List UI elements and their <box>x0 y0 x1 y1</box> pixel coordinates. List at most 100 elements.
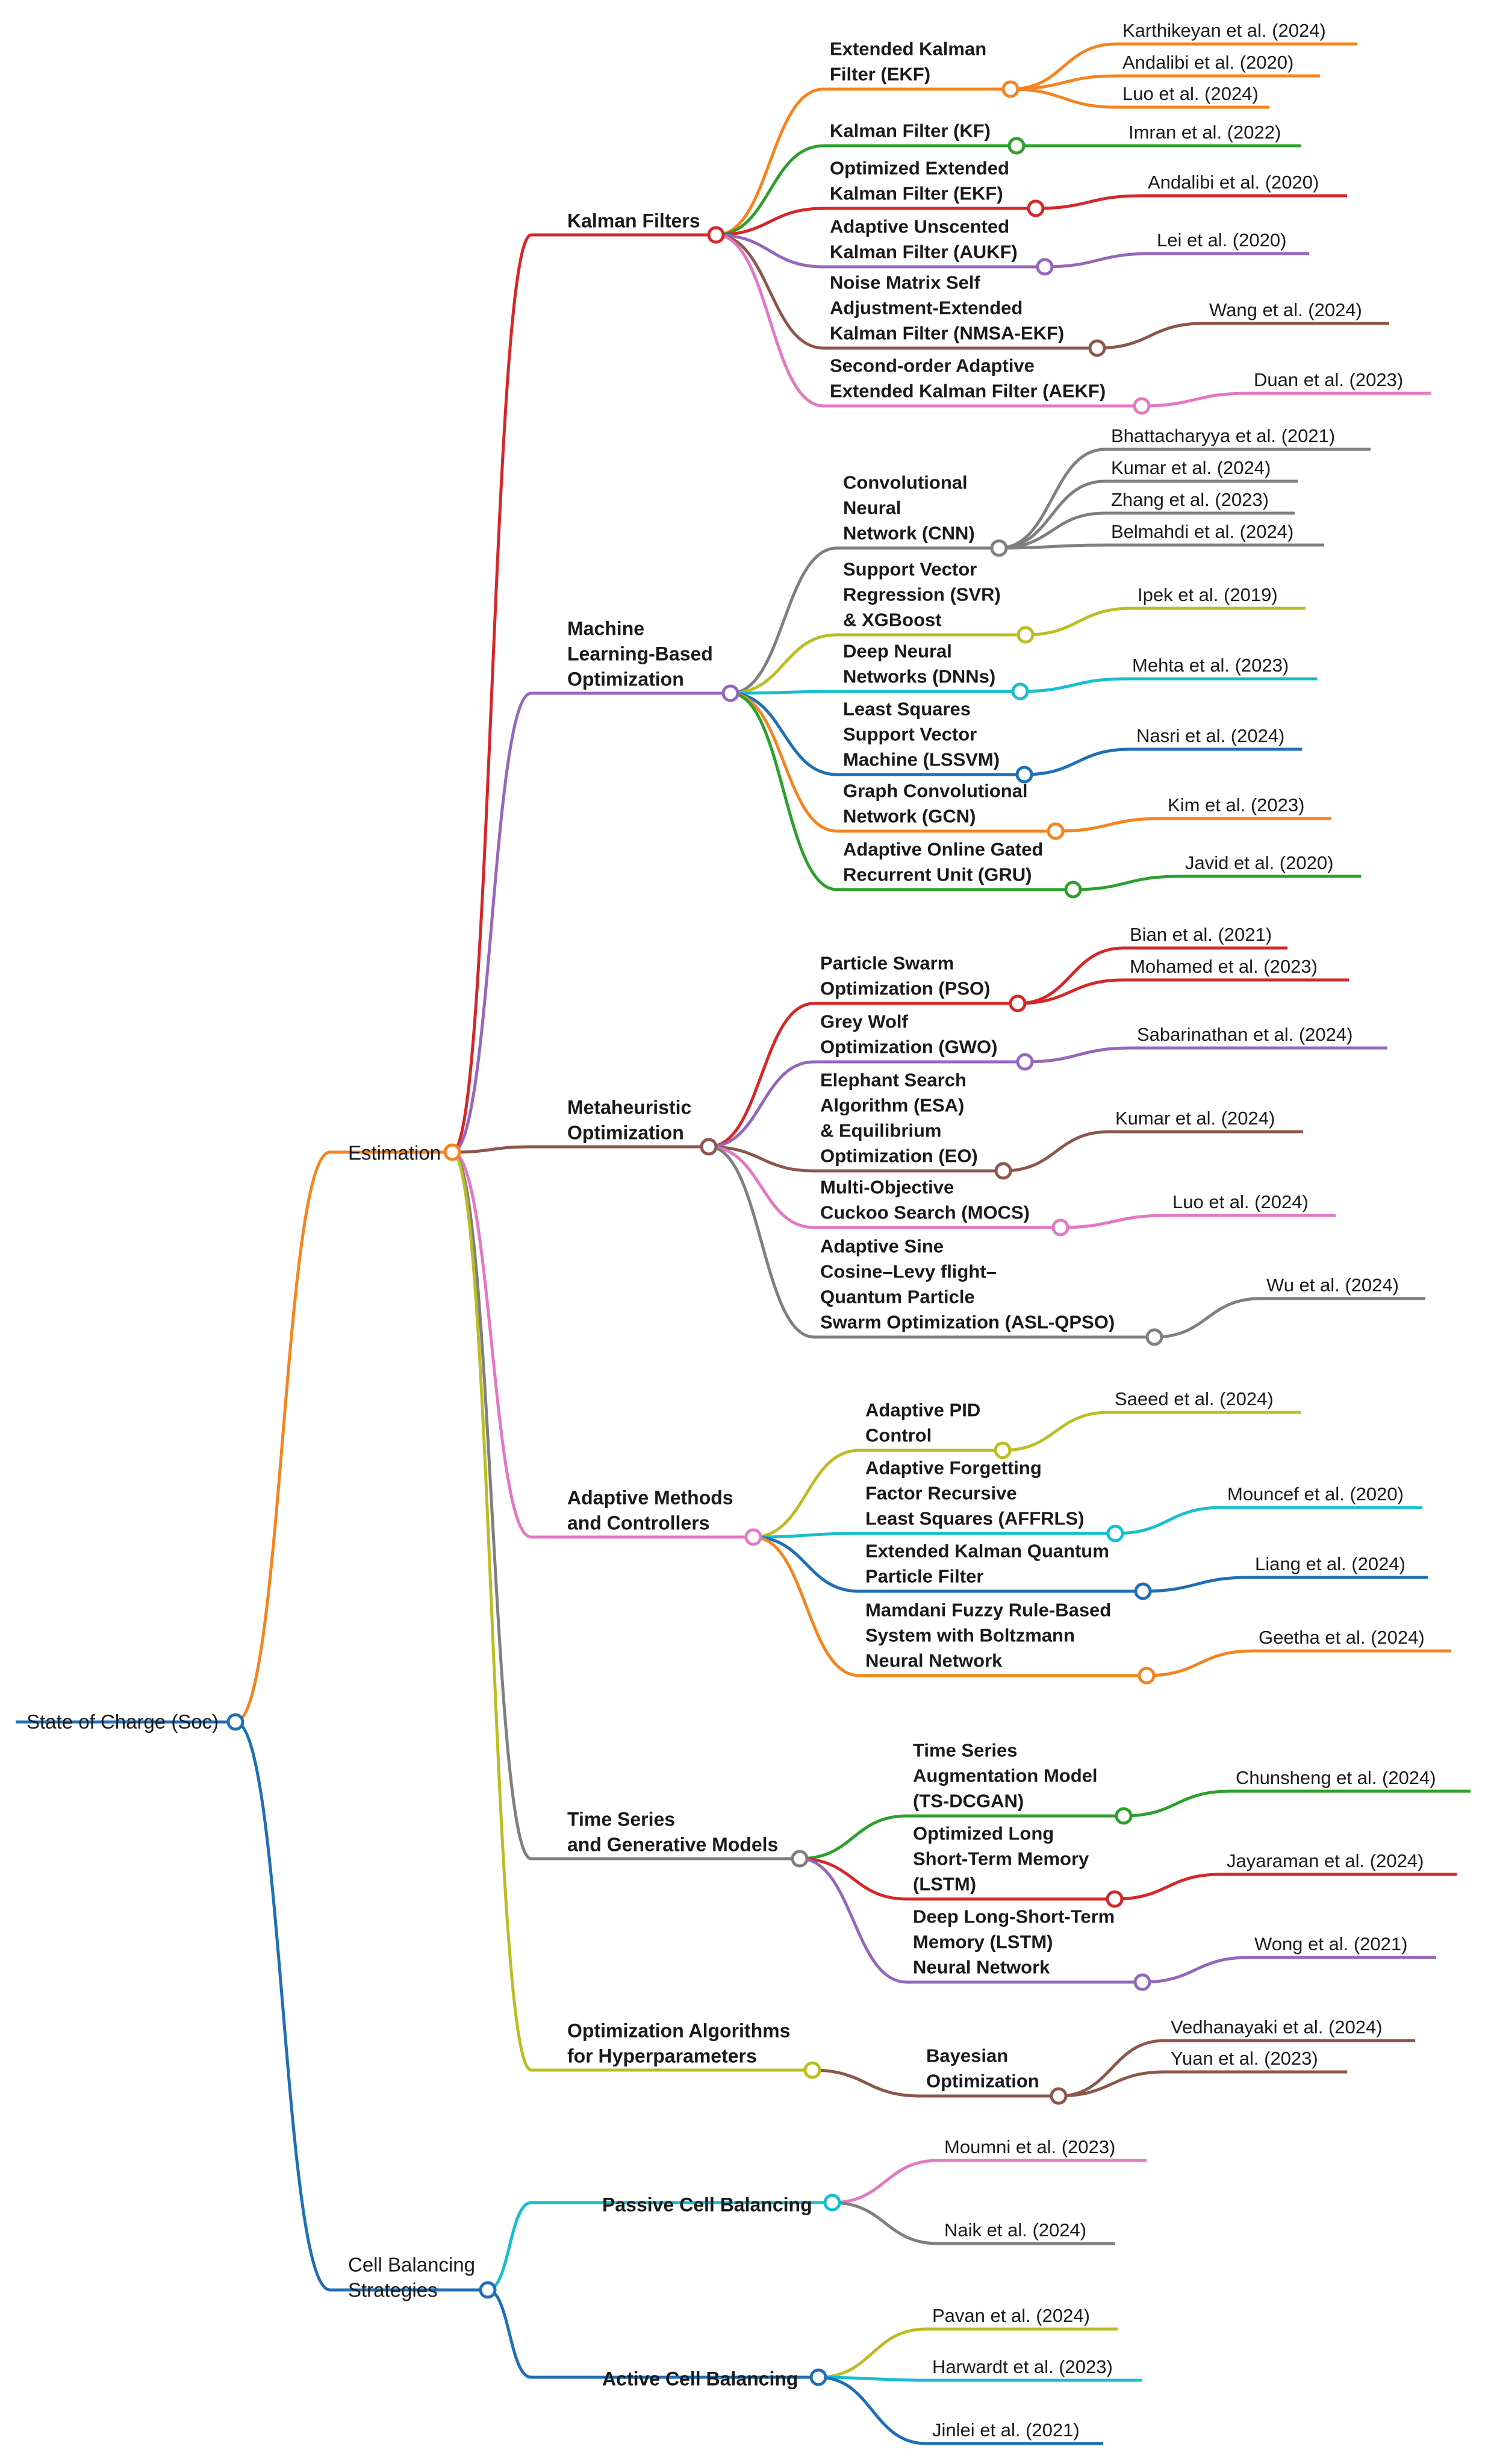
method-node-time-series-augmentation-model-ts-dcgan[interactable] <box>1115 1807 1133 1825</box>
method-node-elephant-search-algorithm-esa-equilibrium-optimization-eo[interactable] <box>994 1162 1012 1180</box>
method-node-grey-wolf-optimization-gwo[interactable] <box>1016 1053 1034 1071</box>
reference-label-wong-et-al-2021: Wong et al. (2021) <box>1254 1933 1407 1954</box>
reference-label-naik-et-al-2024: Naik et al. (2024) <box>944 2219 1086 2241</box>
edge-ref-jinlei-et-al-2021 <box>817 2375 928 2445</box>
edge-machine-learning-based-optimization-to-convolutional-neural-network-cnn <box>729 546 839 695</box>
reference-label-ipek-et-al-2019: Ipek et al. (2019) <box>1138 584 1278 605</box>
reference-label-bhattacharyya-et-al-2021: Bhattacharyya et al. (2021) <box>1111 425 1335 446</box>
method-node-adaptive-forgetting-factor-recursive-least-squares-affrls[interactable] <box>1106 1524 1124 1542</box>
reference-label-chunsheng-et-al-2024: Chunsheng et al. (2024) <box>1236 1767 1436 1788</box>
method-node-noise-matrix-self-adjustment-extended-kalman-filter-nmsa-ekf[interactable] <box>1088 339 1106 357</box>
edges-layer <box>16 42 1471 2445</box>
reference-label-mohamed-et-al-2023: Mohamed et al. (2023) <box>1130 956 1318 977</box>
reference-label-harwardt-et-al-2023: Harwardt et al. (2023) <box>932 2356 1113 2377</box>
category-node-adaptive-methods-and-controllers[interactable] <box>744 1528 762 1546</box>
reference-label-vedhanayaki-et-al-2024: Vedhanayaki et al. (2024) <box>1171 2016 1383 2038</box>
method-node-second-order-adaptive-extended-kalman-filter-aekf[interactable] <box>1133 397 1151 415</box>
reference-label-lei-et-al-2020: Lei et al. (2020) <box>1157 229 1286 251</box>
method-node-mamdani-fuzzy-rule-based-system-with-boltzmann-neural-network[interactable] <box>1138 1667 1156 1685</box>
method-node-support-vector-regression-svr-xgboost[interactable] <box>1016 626 1035 644</box>
category-label-kalman-filters: Kalman Filters <box>567 210 700 232</box>
edge-estimation-to-machine-learning-based-optimization <box>450 691 533 1154</box>
edge-time-series-and-generative-models-to-time-series-augmentation-model-ts-dcgan <box>798 1814 909 1860</box>
level1-node-cell-balancing-strategies[interactable] <box>479 2281 497 2299</box>
method-node-adaptive-unscented-kalman-filter-aukf[interactable] <box>1036 258 1054 276</box>
method-node-adaptive-sine-cosine-levy-flight-quantum-particle-swarm-optimization-asl-qpso[interactable] <box>1145 1328 1163 1346</box>
reference-label-zhang-et-al-2023: Zhang et al. (2023) <box>1111 489 1269 510</box>
method-node-adaptive-pid-control[interactable] <box>994 1441 1012 1459</box>
edge-estimation-to-optimization-algorithms-for-hyperparameters <box>450 1150 533 2072</box>
edge-ref-naik-et-al-2024 <box>830 2201 940 2245</box>
edge-ref-ipek-et-al-2019 <box>1024 607 1133 637</box>
edge-ref-saeed-et-al-2024 <box>1001 1411 1110 1452</box>
method-node-extended-kalman-filter-ekf[interactable] <box>1001 80 1019 98</box>
category-node-optimization-algorithms-for-hyperparameters[interactable] <box>803 2061 821 2079</box>
edge-metaheuristic-optimization-to-grey-wolf-optimization-gwo <box>707 1060 816 1149</box>
edge-kalman-filters-to-optimized-extended-kalman-filter-ekf <box>714 207 826 237</box>
edge-ref-bhattacharyya-et-al-2021 <box>997 448 1107 550</box>
level1-node-estimation[interactable] <box>443 1143 461 1161</box>
edge-ref-vedhanayaki-et-al-2024 <box>1057 2039 1166 2098</box>
category-node-metaheuristic-optimization[interactable] <box>700 1138 718 1156</box>
edge-time-series-and-generative-models-to-optimized-long-short-term-memory-lstm <box>798 1857 909 1901</box>
edge-ref-wang-et-al-2024 <box>1095 322 1205 350</box>
category-node-active-cell-balancing[interactable] <box>809 2368 827 2386</box>
method-node-optimized-long-short-term-memory-lstm[interactable] <box>1106 1890 1124 1908</box>
reference-label-luo-et-al-2024: Luo et al. (2024) <box>1172 1191 1309 1212</box>
edge-ref-chunsheng-et-al-2024 <box>1122 1789 1231 1818</box>
edge-ref-jayaraman-et-al-2024 <box>1113 1873 1222 1901</box>
method-node-deep-long-short-term-memory-lstm-neural-network[interactable] <box>1133 1973 1151 1991</box>
category-node-kalman-filters[interactable] <box>707 226 725 244</box>
method-node-adaptive-online-gated-recurrent-unit-gru[interactable] <box>1064 881 1082 899</box>
edge-adaptive-methods-and-controllers-to-mamdani-fuzzy-rule-based-system-with-boltzmann-neural-network <box>752 1535 861 1677</box>
reference-label-saeed-et-al-2024: Saeed et al. (2024) <box>1115 1388 1274 1409</box>
edge-ref-mouncef-et-al-2020 <box>1113 1506 1223 1535</box>
method-node-least-squares-support-vector-machine-lssvm[interactable] <box>1015 766 1033 784</box>
edge-adaptive-methods-and-controllers-to-extended-kalman-quantum-particle-filter <box>752 1535 861 1593</box>
method-node-multi-objective-cuckoo-search-mocs[interactable] <box>1051 1218 1069 1237</box>
edge-ref-yuan-et-al-2023 <box>1057 2070 1166 2098</box>
edge-ref-harwardt-et-al-2023 <box>817 2375 928 2382</box>
category-node-passive-cell-balancing[interactable] <box>823 2194 841 2212</box>
method-node-bayesian-optimization[interactable] <box>1050 2087 1068 2105</box>
edge-ref-sabarinathan-et-al-2024 <box>1023 1046 1133 1064</box>
method-node-graph-convolutional-network-gcn[interactable] <box>1047 822 1065 840</box>
root-node[interactable] <box>226 1713 244 1731</box>
method-node-extended-kalman-quantum-particle-filter[interactable] <box>1134 1582 1152 1600</box>
edge-metaheuristic-optimization-to-adaptive-sine-cosine-levy-flight-quantum-particle-swarm-optimization-asl-qpso <box>707 1145 816 1339</box>
edge-ref-luo-et-al-2024 <box>1059 1214 1168 1229</box>
edge-adaptive-methods-and-controllers-to-adaptive-forgetting-factor-recursive-least-squares-affrls <box>752 1532 861 1539</box>
edge-cell-to-passive-cell-balancing <box>486 2201 533 2292</box>
category-node-time-series-and-generative-models[interactable] <box>791 1850 809 1868</box>
method-node-convolutional-neural-network-cnn[interactable] <box>990 539 1008 557</box>
edge-ref-moumni-et-al-2023 <box>830 2159 940 2204</box>
reference-label-wu-et-al-2024: Wu et al. (2024) <box>1266 1274 1399 1296</box>
category-node-machine-learning-based-optimization[interactable] <box>721 684 739 702</box>
edge-ref-kumar-et-al-2024 <box>1001 1130 1111 1173</box>
edge-ref-mohamed-et-al-2023 <box>1016 978 1125 1005</box>
method-node-deep-neural-networks-dnns[interactable] <box>1011 682 1029 700</box>
edge-machine-learning-based-optimization-to-graph-convolutional-network-gcn <box>729 691 839 833</box>
edge-time-series-and-generative-models-to-deep-long-short-term-memory-lstm-neural-network <box>798 1857 909 1984</box>
method-node-particle-swarm-optimization-pso[interactable] <box>1009 994 1027 1012</box>
edge-kalman-filters-to-adaptive-unscented-kalman-filter-aukf <box>714 233 826 269</box>
reference-label-liang-et-al-2024: Liang et al. (2024) <box>1255 1553 1406 1574</box>
edge-ref-belmahdi-et-al-2024 <box>997 543 1107 550</box>
reference-label-javid-et-al-2020: Javid et al. (2020) <box>1185 852 1333 873</box>
method-node-kalman-filter-kf[interactable] <box>1007 137 1026 155</box>
edge-ref-mehta-et-al-2023 <box>1018 677 1128 693</box>
method-node-optimized-extended-kalman-filter-ekf[interactable] <box>1027 199 1045 217</box>
